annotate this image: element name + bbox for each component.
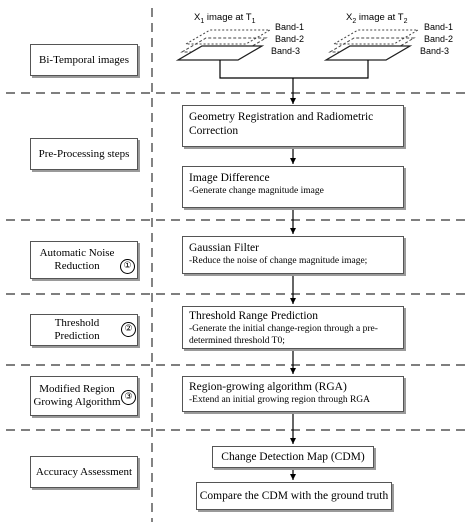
step-marker-3: ③	[121, 390, 136, 405]
rga-box: Region-growing algorithm (RGA) -Extend a…	[182, 376, 404, 412]
image-x2-stack	[323, 29, 420, 61]
rga-desc: -Extend an initial growing region throug…	[189, 395, 370, 405]
cdm-box: Change Detection Map (CDM)	[212, 446, 374, 468]
stage-bitemporal: Bi-Temporal images	[30, 44, 138, 76]
stage-noise-reduction: Automatic Noise Reduction	[30, 241, 138, 279]
band-label: Band-1	[424, 22, 454, 32]
compare-text: Compare the CDM with the ground truth	[199, 490, 389, 502]
stage-label: Pre-Processing steps	[38, 147, 130, 160]
trp-desc: -Generate the initial change-region thro…	[189, 324, 378, 346]
trp-box: Threshold Range Prediction -Generate the…	[182, 306, 404, 349]
band-label: Band-3	[271, 46, 301, 56]
stage-label: Automatic Noise Reduction	[39, 247, 115, 272]
difference-box: Image Difference -Generate change magnit…	[182, 166, 404, 208]
merge-connector	[219, 60, 369, 79]
stage-accuracy: Accuracy Assessment	[30, 456, 138, 488]
gaussian-box: Gaussian Filter -Reduce the noise of cha…	[182, 236, 404, 274]
gaussian-title: Gaussian Filter	[189, 242, 259, 254]
rga-title: Region-growing algorithm (RGA)	[189, 381, 347, 393]
trp-title: Threshold Range Prediction	[189, 310, 319, 322]
image-x1-stack	[175, 29, 272, 61]
registration-text: Geometry Registration and Radiometric Co…	[189, 111, 374, 137]
band-label: Band-3	[420, 46, 450, 56]
cdm-text: Change Detection Map (CDM)	[221, 451, 365, 463]
image-x2-label: X2 image at T2	[346, 12, 408, 25]
band-label: Band-2	[424, 34, 454, 44]
registration-box: Geometry Registration and Radiometric Co…	[182, 105, 404, 147]
gaussian-desc: -Reduce the noise of change magnitude im…	[189, 256, 368, 266]
band-label: Band-2	[275, 34, 305, 44]
difference-title: Image Difference	[189, 172, 270, 184]
stage-label: Threshold Prediction	[54, 317, 100, 342]
step-marker-2: ②	[121, 322, 136, 337]
stage-preprocessing: Pre-Processing steps	[30, 138, 138, 170]
difference-desc: -Generate change magnitude image	[189, 186, 324, 196]
stage-label: Accuracy Assessment	[35, 465, 133, 478]
stage-label: Bi-Temporal images	[39, 53, 129, 66]
stage-label: Modified Region Growing Algorithm	[33, 383, 121, 408]
step-marker-1: ①	[120, 259, 135, 274]
band-label: Band-1	[275, 22, 305, 32]
stage-threshold: Threshold Prediction	[30, 314, 138, 346]
stage-rga: Modified Region Growing Algorithm	[30, 376, 138, 416]
image-x1-label: X1 image at T1	[194, 12, 256, 25]
compare-box: Compare the CDM with the ground truth	[196, 482, 392, 510]
